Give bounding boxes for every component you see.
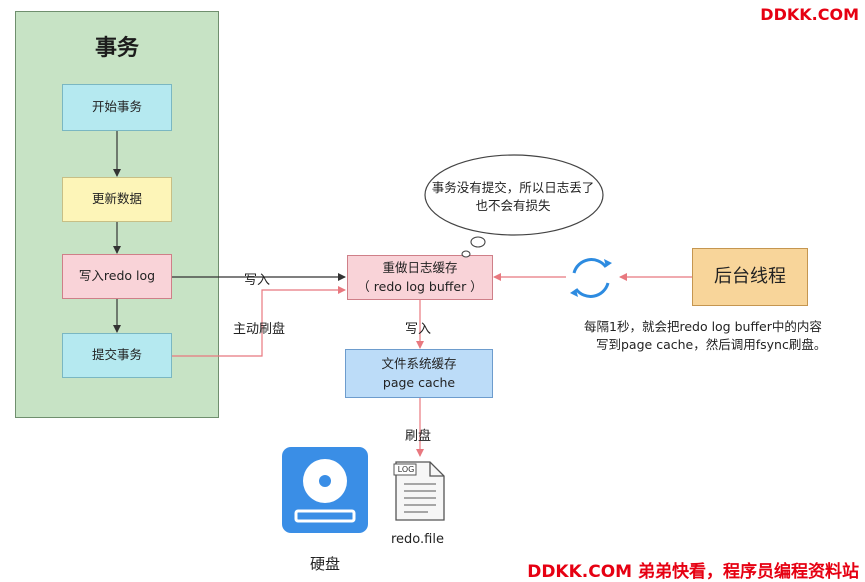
disk-label: 硬盘	[310, 555, 341, 573]
bubble-line1: 事务没有提交，所以日志丢了	[431, 180, 595, 195]
label-flush: 刷盘	[405, 429, 432, 444]
label-write-in-2: 写入	[405, 322, 432, 337]
background-note-line1: 每隔1秒，就会把redo log buffer中的内容	[584, 319, 822, 334]
file-label: redo.file	[391, 532, 444, 547]
step-write-redo-log: 写入redo log	[62, 254, 172, 299]
hard-disk-icon	[282, 447, 368, 533]
redo-buffer-line2: （ redo log buffer ）	[357, 278, 483, 294]
log-file-icon	[393, 461, 445, 521]
bubble-text: 事务没有提交，所以日志丢了 也不会有损失	[420, 179, 606, 215]
page-cache: 文件系统缓存 page cache	[345, 349, 493, 398]
label-write-in: 写入	[244, 273, 271, 288]
log-file-tag: LOG	[397, 465, 415, 474]
page-cache-line2: page cache	[382, 374, 456, 390]
arrow-active-flush	[172, 286, 346, 357]
bubble-line2: 也不会有损失	[475, 198, 551, 214]
sync-icon	[570, 258, 612, 298]
thought-bubble	[424, 154, 604, 258]
watermark-top: DDKK.COM	[760, 5, 859, 24]
step-commit-transaction: 提交事务	[62, 333, 172, 378]
step-update-data: 更新数据	[62, 177, 172, 222]
watermark-bottom: DDKK.COM 弟弟快看，程序员编程资料站	[527, 562, 859, 582]
redo-log-buffer: 重做日志缓存 （ redo log buffer ）	[347, 255, 493, 300]
page-cache-line1: 文件系统缓存	[381, 356, 457, 372]
label-active-flush: 主动刷盘	[233, 322, 286, 337]
redo-buffer-line1: 重做日志缓存	[382, 260, 458, 276]
background-thread: 后台线程	[692, 248, 808, 306]
background-note: 每隔1秒，就会把redo log buffer中的内容 写到page cache…	[584, 318, 826, 354]
background-note-line2: 写到page cache，然后调用fsync刷盘。	[596, 337, 827, 353]
transaction-title: 事务	[94, 36, 139, 61]
step-begin-transaction: 开始事务	[62, 84, 172, 131]
